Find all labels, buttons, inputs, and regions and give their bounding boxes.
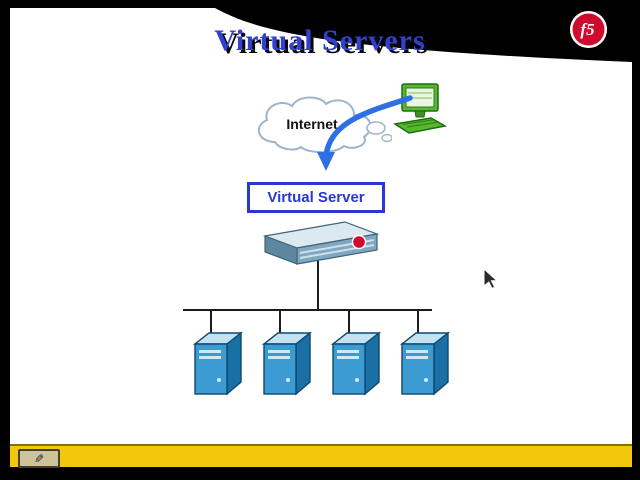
- f5-logo-icon: f5: [570, 11, 607, 48]
- server-tower-icon: [400, 331, 451, 396]
- page-title: Virtual Servers: [214, 24, 426, 57]
- internet-cloud-icon: Internet: [250, 94, 392, 158]
- bottom-toolbar: ✎: [10, 444, 632, 468]
- server-tower-icon: [331, 331, 382, 396]
- virtual-server-label: Virtual Server: [267, 189, 365, 206]
- pen-tool-button[interactable]: ✎: [18, 449, 60, 468]
- pen-icon: ✎: [33, 451, 45, 466]
- virtual-server-label-box: Virtual Server: [247, 182, 385, 213]
- server-tower-icon: [262, 331, 313, 396]
- f5-logo-text: f5: [580, 19, 595, 39]
- internet-label: Internet: [286, 116, 338, 132]
- bigip-appliance-icon: [262, 221, 380, 265]
- client-computer-icon: [393, 83, 448, 134]
- server-tower-icon: [193, 331, 244, 396]
